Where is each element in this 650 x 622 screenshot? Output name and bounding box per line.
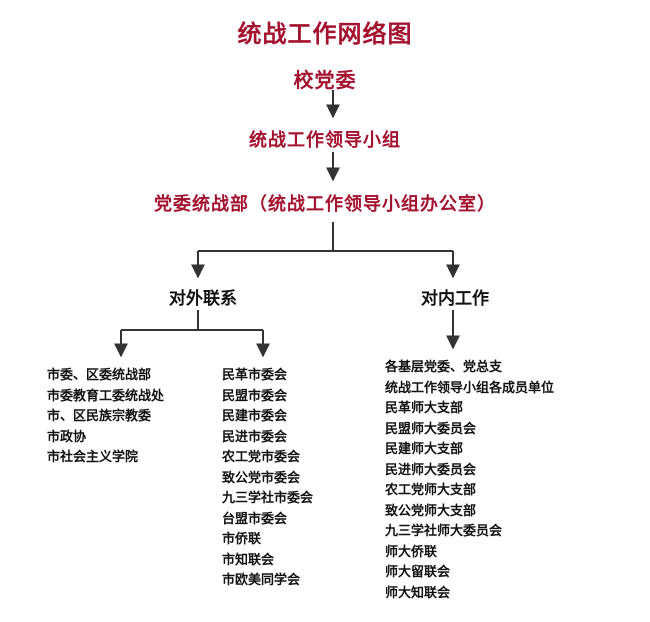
list-item: 民革师大支部: [385, 401, 464, 416]
list-item: 市社会主义学院: [47, 450, 139, 465]
list-item: 市委教育工委统战处: [47, 388, 165, 404]
internal-list: 各基层党委、党总支 统战工作领导小组各成员单位 民革师大支部 民盟师大委员会 民…: [385, 358, 554, 604]
list-item: 民盟市委会: [222, 388, 288, 404]
list-item: 九三学社市委会: [222, 491, 314, 506]
list-item: 市侨联: [222, 532, 262, 547]
list-item: 市知联会: [222, 552, 275, 568]
list-item: 民盟师大委员会: [385, 421, 477, 437]
list-item: 各基层党委、党总支: [385, 360, 503, 375]
list-item: 民建师大支部: [385, 442, 464, 457]
node-united-front-leading-group: 统战工作领导小组: [249, 130, 401, 151]
node-internal-work: 对内工作: [421, 289, 489, 309]
list-item: 民进师大委员会: [385, 462, 477, 478]
external-group1-list: 市委、区委统战部 市委教育工委统战处 市、区民族宗教委 市政协 市社会主义学院: [47, 366, 164, 469]
list-item: 师大侨联: [385, 544, 438, 560]
list-item: 师大知联会: [385, 585, 451, 601]
diagram-title: 统战工作网络图: [237, 19, 413, 48]
node-school-party-committee: 校党委: [293, 68, 357, 92]
list-item: 农工党师大支部: [385, 483, 477, 498]
list-item: 统战工作领导小组各成员单位: [385, 380, 555, 396]
list-item: 市、区民族宗教委: [47, 409, 152, 424]
node-united-front-department: 党委统战部（统战工作领导小组办公室）: [154, 194, 496, 215]
list-item: 台盟市委会: [222, 511, 288, 527]
list-item: 民进市委会: [222, 429, 288, 445]
external-group2-list: 民革市委会 民盟市委会 民建市委会 民进市委会 农工党市委会 致公党市委会 九三…: [222, 366, 313, 592]
list-item: 市欧美同学会: [222, 573, 301, 588]
list-item: 农工党市委会: [222, 450, 301, 465]
list-item: 民革市委会: [222, 368, 288, 383]
list-item: 市委、区委统战部: [47, 368, 152, 383]
list-item: 民建市委会: [222, 409, 288, 424]
list-item: 市政协: [47, 429, 87, 445]
list-item: 九三学社师大委员会: [385, 524, 503, 539]
list-item: 致公党师大支部: [385, 503, 477, 519]
list-item: 致公党市委会: [222, 470, 301, 486]
node-external-liaison: 对外联系: [169, 289, 237, 309]
list-item: 师大留联会: [385, 565, 451, 580]
